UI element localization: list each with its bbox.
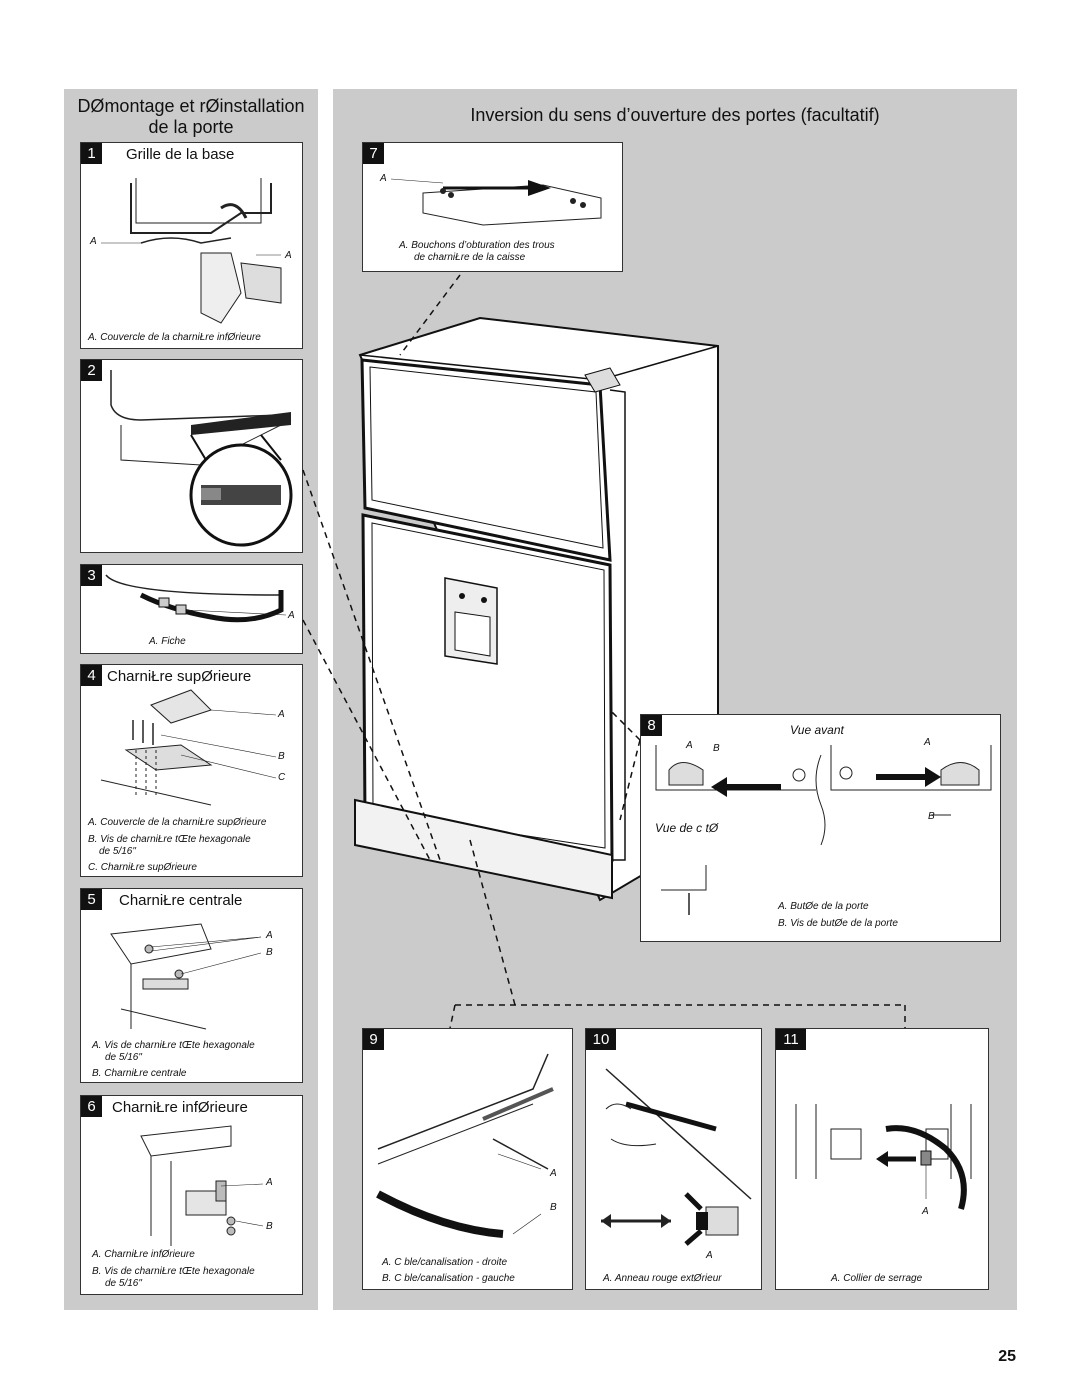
right-panel-title: Inversion du sens d’ouverture des portes… — [470, 105, 880, 125]
clamp-illustration — [795, 1104, 972, 1210]
step-1-label-a-right: A — [285, 250, 292, 261]
step-2-box: 2 — [80, 359, 303, 553]
step-1-number: 1 — [81, 143, 102, 164]
step-4-caption-b2: de 5/16" — [99, 846, 136, 857]
step-3-box: 3 A A. Fiche — [80, 564, 303, 654]
step-6-caption-a: A. CharniŁre infØrieure — [92, 1249, 195, 1260]
step-7-label-a: A — [380, 173, 387, 184]
step-5-number: 5 — [81, 889, 102, 910]
step-9-label-a: A — [550, 1168, 557, 1179]
step-7-caption-line1: A. Bouchons d’obturation des trous — [399, 240, 555, 251]
step-9-caption-b: B. C ble/canalisation - gauche — [382, 1273, 515, 1284]
step-4-caption-c: C. CharniŁre supØrieure — [88, 862, 197, 873]
step-10-number: 10 — [586, 1029, 616, 1050]
step-4-label-c: C — [278, 772, 286, 783]
step-10-label-a: A — [706, 1250, 713, 1261]
step-5-caption-a2: de 5/16" — [105, 1052, 142, 1063]
step-5-label-a: A — [266, 930, 273, 941]
step-7-box: 7 A A. Bouchons d’obturation des trous d… — [362, 142, 623, 272]
step-4-title: CharniŁre supØrieure — [107, 668, 252, 685]
step-4-caption-a: A. Couvercle de la charniŁre supØrieure — [88, 817, 267, 828]
step-11-caption-a: A. Collier de serrage — [831, 1273, 923, 1284]
step-9-box: 9 A B A. C ble/canalisation - droite B. … — [362, 1028, 573, 1290]
step-1-caption: A. Couvercle de la charniŁre infØrieure — [88, 332, 261, 343]
step-8-number: 8 — [641, 715, 662, 736]
step-5-box: 5 CharniŁre centrale A B A. Vis de charn… — [80, 888, 303, 1083]
step-6-title: CharniŁre infØrieure — [112, 1099, 248, 1116]
center-hinge-illustration — [110, 923, 262, 1030]
step-4-box: 4 CharniŁre supØrieure A B C A. Couvercl… — [80, 664, 303, 877]
step-5-title: CharniŁre centrale — [119, 892, 243, 909]
step-1-title: Grille de la base — [126, 146, 235, 163]
step-11-number: 11 — [776, 1029, 806, 1050]
step-10-caption-a: A. Anneau rouge extØrieur — [603, 1273, 722, 1284]
top-hinge-illustration — [100, 689, 277, 806]
tube-disconnect-illustration — [601, 1068, 752, 1246]
step-8-label-a-left: A — [686, 740, 693, 751]
step-9-number: 9 — [363, 1029, 384, 1050]
hinge-hole-plugs-illustration — [390, 178, 602, 226]
step-11-label-a: A — [922, 1206, 929, 1217]
step-6-caption-b2: de 5/16" — [105, 1278, 142, 1289]
step-7-number: 7 — [363, 143, 384, 164]
step-5-label-b: B — [266, 947, 273, 958]
step-8-caption-b: B. Vis de butØe de la porte — [778, 918, 898, 929]
plug-illustration — [105, 574, 287, 623]
grille-removal-illustration — [110, 370, 293, 547]
grille-illustration — [101, 178, 282, 324]
left-panel-title: DØmontage et rØinstallation de la porte — [64, 96, 318, 138]
step-8-box: 8 Vue avant A B A B Vue de c tØ A. ButØe… — [640, 714, 1001, 942]
step-1-label-a-left: A — [90, 236, 97, 247]
step-4-caption-b: B. Vis de charniŁre tŒte hexagonale — [88, 834, 251, 845]
step-6-label-b: B — [266, 1221, 273, 1232]
step-8-label-b-left: B — [713, 743, 720, 754]
step-1-box: 1 Grille de la base A A A. Couvercle de … — [80, 142, 303, 349]
step-5-caption-b: B. CharniŁre centrale — [92, 1068, 187, 1079]
bottom-hinge-illustration — [140, 1125, 264, 1246]
step-7-caption-line2: de charniŁre de la caisse — [414, 252, 526, 263]
front-view-label: Vue avant — [790, 723, 844, 737]
step-8-label-a-right: A — [924, 737, 931, 748]
step-4-label-a: A — [278, 709, 285, 720]
left-title-line1: DØmontage et rØinstallation — [77, 96, 305, 116]
step-6-number: 6 — [81, 1096, 102, 1117]
step-4-number: 4 — [81, 665, 102, 686]
step-9-caption-a: A. C ble/canalisation - droite — [382, 1257, 508, 1268]
step-8-caption-a: A. ButØe de la porte — [778, 901, 869, 912]
step-3-caption: A. Fiche — [149, 636, 186, 647]
step-5-caption-a: A. Vis de charniŁre tŒte hexagonale — [92, 1040, 255, 1051]
side-view-label: Vue de c tØ — [655, 821, 719, 835]
step-9-label-b: B — [550, 1202, 557, 1213]
step-2-number: 2 — [81, 360, 102, 381]
step-6-box: 6 CharniŁre infØrieure A B A. CharniŁre … — [80, 1095, 303, 1295]
step-10-box: 10 A A. Anneau rouge extØrieur — [585, 1028, 762, 1290]
step-8-label-b-right: B — [928, 811, 935, 822]
page-number: 25 — [998, 1348, 1016, 1365]
step-6-caption-b: B. Vis de charniŁre tŒte hexagonale — [92, 1266, 255, 1277]
door-stop-illustration — [655, 745, 992, 915]
cable-illustration — [376, 1053, 554, 1238]
step-6-label-a: A — [266, 1177, 273, 1188]
left-title-line2: de la porte — [148, 117, 234, 137]
step-3-label-a: A — [288, 610, 295, 621]
step-4-label-b: B — [278, 751, 285, 762]
step-3-number: 3 — [81, 565, 102, 586]
step-11-box: 11 A A. Collier de serrage — [775, 1028, 989, 1290]
